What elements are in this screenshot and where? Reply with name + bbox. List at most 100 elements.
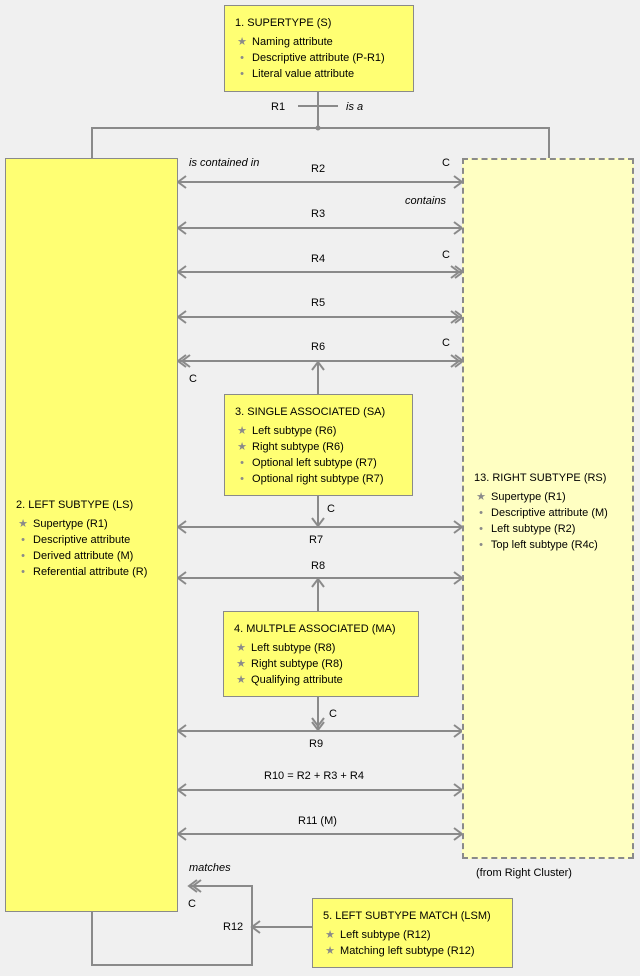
attribute-item: ★ Right subtype (R6): [235, 439, 402, 455]
class-title: 1. SUPERTYPE (S): [235, 17, 332, 29]
identifier-star-icon: ★: [476, 491, 486, 503]
attribute-item: ★ Left subtype (R8): [234, 640, 408, 656]
attribute-item: ★ Qualifying attribute: [234, 672, 408, 688]
attribute-list: ★ Left subtype (R8)★ Right subtype (R8)★…: [234, 640, 408, 688]
attribute-bullet-icon: •: [240, 457, 244, 469]
attribute-item: ★ Supertype (R1): [474, 489, 622, 505]
attribute-text: Right subtype (R6): [249, 441, 344, 453]
attribute-text: Referential attribute (R): [30, 566, 148, 578]
r6-cond-right: C: [442, 337, 450, 349]
r7-label[interactable]: R7: [309, 534, 324, 546]
class-single-associated[interactable]: 3. SINGLE ASSOCIATED (SA) ★ Left subtype…: [224, 394, 413, 496]
class-title: 5. LEFT SUBTYPE MATCH (LSM): [323, 910, 491, 922]
r2-phrase-right: contains: [405, 195, 446, 207]
class-title: 2. LEFT SUBTYPE (LS): [16, 499, 134, 511]
r12-cond: C: [188, 898, 196, 910]
r3-label[interactable]: R3: [311, 208, 326, 220]
attribute-item: ★ Naming attribute: [235, 34, 403, 50]
attribute-list: ★ Supertype (R1)• Descriptive attribute•…: [16, 516, 167, 580]
identifier-star-icon: ★: [18, 518, 28, 530]
attribute-list: ★ Naming attribute• Descriptive attribut…: [235, 34, 403, 82]
r9-label[interactable]: R9: [309, 738, 324, 750]
r12-phrase: matches: [189, 862, 231, 874]
attribute-text: Descriptive attribute (M): [488, 507, 608, 519]
attribute-text: Qualifying attribute: [248, 674, 343, 686]
identifier-star-icon: ★: [236, 674, 246, 686]
attribute-text: Left subtype (R8): [248, 642, 336, 654]
r7-cond: C: [327, 503, 335, 515]
attribute-text: Optional right subtype (R7): [249, 473, 384, 485]
attribute-item: • Derived attribute (M): [16, 548, 167, 564]
attribute-text: Descriptive attribute: [30, 534, 131, 546]
attribute-item: ★ Left subtype (R12): [323, 927, 502, 943]
attribute-text: Literal value attribute: [249, 68, 355, 80]
attribute-item: • Descriptive attribute: [16, 532, 167, 548]
attribute-item: ★ Supertype (R1): [16, 516, 167, 532]
class-title: 3. SINGLE ASSOCIATED (SA): [235, 406, 386, 418]
class-left-subtype-match[interactable]: 5. LEFT SUBTYPE MATCH (LSM) ★ Left subty…: [312, 898, 513, 968]
attribute-bullet-icon: •: [21, 534, 25, 546]
attribute-item: • Literal value attribute: [235, 66, 403, 82]
r12-label[interactable]: R12: [223, 921, 244, 933]
identifier-star-icon: ★: [325, 929, 335, 941]
class-title: 13. RIGHT SUBTYPE (RS): [474, 472, 607, 484]
r11-label[interactable]: R11 (M): [298, 815, 337, 827]
attribute-item: • Descriptive attribute (M): [474, 505, 622, 521]
r12-loop: [91, 885, 253, 966]
attribute-item: • Top left subtype (R4c): [474, 537, 622, 553]
class-supertype[interactable]: 1. SUPERTYPE (S) ★ Naming attribute• Des…: [224, 5, 414, 92]
attribute-list: ★ Left subtype (R12)★ Matching left subt…: [323, 927, 502, 959]
attribute-item: ★ Right subtype (R8): [234, 656, 408, 672]
attribute-text: Top left subtype (R4c): [488, 539, 598, 551]
identifier-star-icon: ★: [236, 658, 246, 670]
attribute-list: ★ Left subtype (R6)★ Right subtype (R6)•…: [235, 423, 402, 487]
r2-cond-right: C: [442, 157, 450, 169]
attribute-item: • Optional left subtype (R7): [235, 455, 402, 471]
r9-cond: C: [329, 708, 337, 720]
r8-label[interactable]: R8: [311, 560, 326, 572]
r2-phrase-left: is contained in: [189, 157, 260, 169]
attribute-bullet-icon: •: [21, 566, 25, 578]
attribute-bullet-icon: •: [240, 68, 244, 80]
attribute-item: • Descriptive attribute (P-R1): [235, 50, 403, 66]
r1-label[interactable]: R1: [271, 101, 286, 113]
attribute-text: Left subtype (R12): [337, 929, 431, 941]
identifier-star-icon: ★: [237, 36, 247, 48]
attribute-item: • Optional right subtype (R7): [235, 471, 402, 487]
attribute-text: Supertype (R1): [488, 491, 566, 503]
r6-cond-left: C: [189, 373, 197, 385]
attribute-bullet-icon: •: [240, 52, 244, 64]
arrowheads: [176, 175, 465, 934]
class-left-subtype[interactable]: 2. LEFT SUBTYPE (LS) ★ Supertype (R1)• D…: [5, 158, 178, 912]
attribute-item: ★ Matching left subtype (R12): [323, 943, 502, 959]
r2-label[interactable]: R2: [311, 163, 326, 175]
class-right-subtype[interactable]: 13. RIGHT SUBTYPE (RS) ★ Supertype (R1)•…: [462, 158, 634, 859]
attribute-text: Supertype (R1): [30, 518, 108, 530]
r6-label[interactable]: R6: [311, 341, 326, 353]
r5-label[interactable]: R5: [311, 297, 326, 309]
identifier-star-icon: ★: [237, 425, 247, 437]
attribute-bullet-icon: •: [479, 539, 483, 551]
external-class-note: (from Right Cluster): [476, 867, 572, 879]
class-multiple-associated[interactable]: 4. MULTPLE ASSOCIATED (MA) ★ Left subtyp…: [223, 611, 419, 697]
identifier-star-icon: ★: [236, 642, 246, 654]
r4-cond-right: C: [442, 249, 450, 261]
attribute-text: Optional left subtype (R7): [249, 457, 377, 469]
r4-label[interactable]: R4: [311, 253, 326, 265]
attribute-text: Descriptive attribute (P-R1): [249, 52, 385, 64]
identifier-star-icon: ★: [237, 441, 247, 453]
attribute-bullet-icon: •: [479, 507, 483, 519]
identifier-star-icon: ★: [325, 945, 335, 957]
attribute-text: Derived attribute (M): [30, 550, 134, 562]
attribute-text: Left subtype (R2): [488, 523, 576, 535]
class-title: 4. MULTPLE ASSOCIATED (MA): [234, 623, 396, 635]
r10-label[interactable]: R10 = R2 + R3 + R4: [264, 770, 364, 782]
attribute-item: • Left subtype (R2): [474, 521, 622, 537]
attribute-bullet-icon: •: [479, 523, 483, 535]
attribute-item: ★ Left subtype (R6): [235, 423, 402, 439]
attribute-text: Right subtype (R8): [248, 658, 343, 670]
attribute-text: Matching left subtype (R12): [337, 945, 475, 957]
attribute-text: Naming attribute: [249, 36, 333, 48]
attribute-text: Left subtype (R6): [249, 425, 337, 437]
